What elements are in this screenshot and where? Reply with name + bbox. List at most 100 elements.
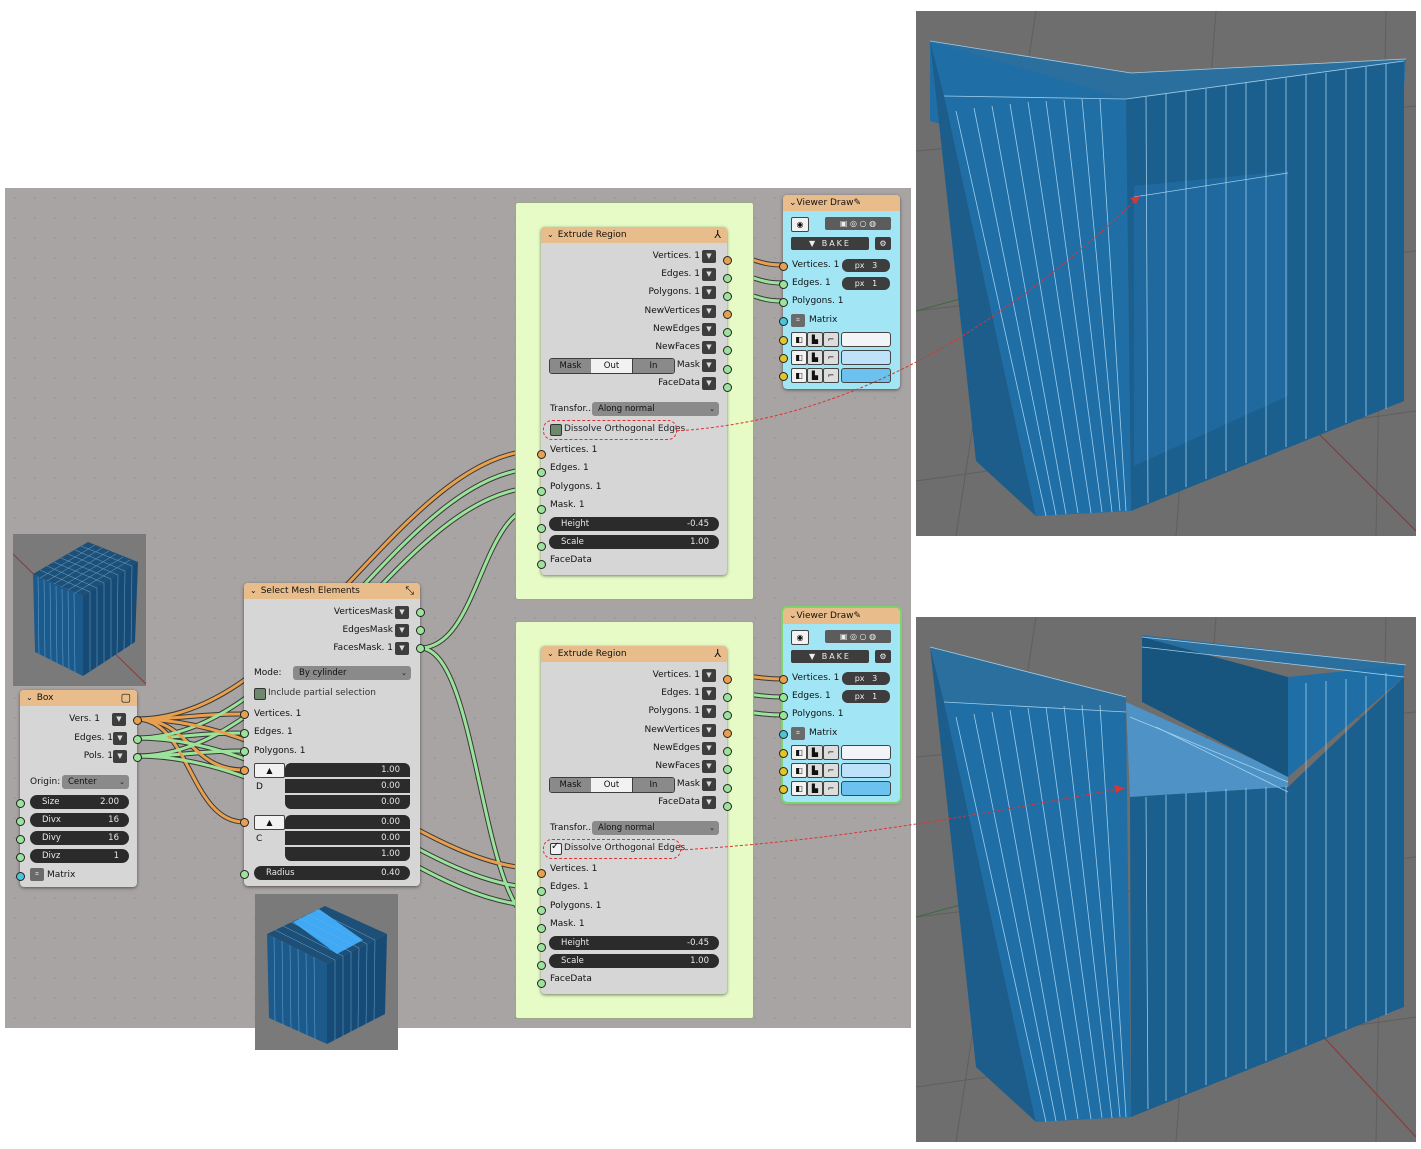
extrude-output-socket[interactable] — [723, 292, 732, 301]
edgesmask-socket[interactable] — [416, 626, 425, 635]
color-source-icon[interactable]: ▙ — [807, 781, 823, 796]
viewer-input-socket[interactable] — [779, 693, 788, 702]
vertex-color-row[interactable] — [841, 332, 891, 347]
eye-icon[interactable]: ◉ — [791, 630, 809, 645]
select-d-socket[interactable] — [240, 766, 249, 775]
color-mode-icon[interactable]: ◧ — [791, 763, 807, 778]
box-matrix-socket[interactable] — [16, 872, 25, 881]
d-vector-toggle[interactable]: ▲ — [254, 763, 285, 778]
mask-tab[interactable]: Mask — [550, 778, 591, 792]
viewer-input-socket[interactable] — [779, 354, 788, 363]
extrude-output-socket[interactable] — [723, 383, 732, 392]
d-y-field[interactable]: 0.00 — [285, 779, 410, 793]
c-vector-toggle[interactable]: ▲ — [254, 815, 285, 830]
extrude-output-socket[interactable] — [723, 365, 732, 374]
select-node-header[interactable]: ⌄Select Mesh Elements ⤡ — [244, 583, 420, 599]
color-mode-icon[interactable]: ◧ — [791, 350, 807, 365]
vertices-output-dropdown[interactable]: ▼ — [702, 669, 716, 682]
facedata-output-dropdown[interactable]: ▼ — [702, 377, 716, 390]
viewer-input-socket[interactable] — [779, 749, 788, 758]
polygon-color-row[interactable] — [841, 781, 891, 796]
extrude-output-socket[interactable] — [723, 711, 732, 720]
box-pols-socket[interactable] — [133, 753, 142, 762]
vertex-size-field[interactable]: px 3 — [842, 259, 890, 272]
curve-icon[interactable]: ⌐ — [823, 745, 839, 760]
edge-color-row[interactable] — [841, 763, 891, 778]
polygons-output-dropdown[interactable]: ▼ — [702, 705, 716, 719]
newvertices-output-dropdown[interactable]: ▼ — [702, 723, 716, 737]
polygon-color-row[interactable] — [841, 368, 891, 383]
mask-tab[interactable]: Mask — [550, 359, 591, 373]
extrude-input-socket[interactable] — [537, 524, 546, 533]
color-source-icon[interactable]: ▙ — [807, 332, 823, 347]
display-mode-buttons[interactable]: ▣ ◎ ○ ◍ — [825, 217, 891, 230]
viewer-input-socket[interactable] — [779, 767, 788, 776]
extrude-output-socket[interactable] — [723, 310, 732, 319]
include-partial-checkbox[interactable] — [254, 688, 266, 700]
edge-width-field[interactable]: px 1 — [842, 690, 890, 703]
pencil-icon[interactable]: ✎ — [853, 198, 862, 208]
height-field[interactable]: Height-0.45 — [549, 517, 719, 531]
box-vers-socket[interactable] — [133, 716, 142, 725]
dissolve-orthogonal-checkbox[interactable] — [550, 841, 562, 855]
color-mode-icon[interactable]: ◧ — [791, 332, 807, 347]
box-vers-dropdown[interactable]: ▼ — [112, 713, 126, 726]
extrude-output-socket[interactable] — [723, 729, 732, 738]
color-mode-icon[interactable]: ◧ — [791, 781, 807, 796]
settings-icon[interactable]: ⚙ — [875, 237, 891, 250]
display-mode-buttons[interactable]: ▣ ◎ ○ ◍ — [825, 630, 891, 643]
edges-output-dropdown[interactable]: ▼ — [702, 268, 716, 282]
extrude-output-socket[interactable] — [723, 346, 732, 355]
extrude-output-socket[interactable] — [723, 765, 732, 774]
extrude-region-node-top[interactable]: ⌄Extrude Region⅄Vertices. 1▼Edges. 1▼Pol… — [541, 227, 727, 575]
box-origin-select[interactable]: Center⌄ — [62, 775, 129, 789]
color-mode-icon[interactable]: ◧ — [791, 745, 807, 760]
c-z-field[interactable]: 1.00 — [285, 847, 410, 861]
verticesmask-dropdown[interactable]: ▼ — [395, 606, 409, 619]
extrude-node-header[interactable]: ⌄Extrude Region⅄ — [541, 227, 727, 243]
select-polygons-socket[interactable] — [240, 747, 249, 756]
extrude-input-socket[interactable] — [537, 924, 546, 933]
box-pols-dropdown[interactable]: ▼ — [113, 750, 127, 763]
vertex-color-row[interactable] — [841, 745, 891, 760]
viewer-node-header[interactable]: ⌄Viewer Draw✎ — [783, 608, 900, 624]
transform-mode-select[interactable]: Along normal⌄ — [592, 402, 719, 416]
select-c-socket[interactable] — [240, 818, 249, 827]
extrude-input-socket[interactable] — [537, 468, 546, 477]
d-x-field[interactable]: 1.00 — [285, 763, 410, 777]
facesmask-socket[interactable] — [416, 644, 425, 653]
select-edges-socket[interactable] — [240, 729, 249, 738]
eye-icon[interactable]: ◉ — [791, 217, 809, 232]
viewer-node-header[interactable]: ⌄Viewer Draw✎ — [783, 195, 900, 211]
viewer-input-socket[interactable] — [779, 711, 788, 720]
extrude-output-socket[interactable] — [723, 328, 732, 337]
box-size-socket[interactable] — [16, 799, 25, 808]
color-source-icon[interactable]: ▙ — [807, 350, 823, 365]
in-tab[interactable]: In — [632, 778, 674, 792]
extrude-output-socket[interactable] — [723, 784, 732, 793]
extrude-input-socket[interactable] — [537, 887, 546, 896]
box-node[interactable]: ⌄Box ▢ Vers. 1 ▼ Edges. 1 ▼ Pols. 1 ▼ Or… — [20, 690, 137, 887]
extrude-output-socket[interactable] — [723, 256, 732, 265]
newedges-output-dropdown[interactable]: ▼ — [702, 741, 716, 755]
extrude-input-socket[interactable] — [537, 487, 546, 496]
extrude-input-socket[interactable] — [537, 869, 546, 878]
box-divy-socket[interactable] — [16, 835, 25, 844]
extrude-output-socket[interactable] — [723, 747, 732, 756]
edges-output-dropdown[interactable]: ▼ — [702, 687, 716, 701]
extrude-output-socket[interactable] — [723, 274, 732, 283]
box-divz-socket[interactable] — [16, 853, 25, 862]
select-radius-socket[interactable] — [240, 870, 249, 879]
extrude-input-socket[interactable] — [537, 542, 546, 551]
d-z-field[interactable]: 0.00 — [285, 795, 410, 809]
curve-icon[interactable]: ⌐ — [823, 368, 839, 383]
newfaces-output-dropdown[interactable]: ▼ — [702, 760, 716, 773]
color-source-icon[interactable]: ▙ — [807, 368, 823, 383]
mask-output-dropdown[interactable]: ▼ — [702, 778, 716, 791]
